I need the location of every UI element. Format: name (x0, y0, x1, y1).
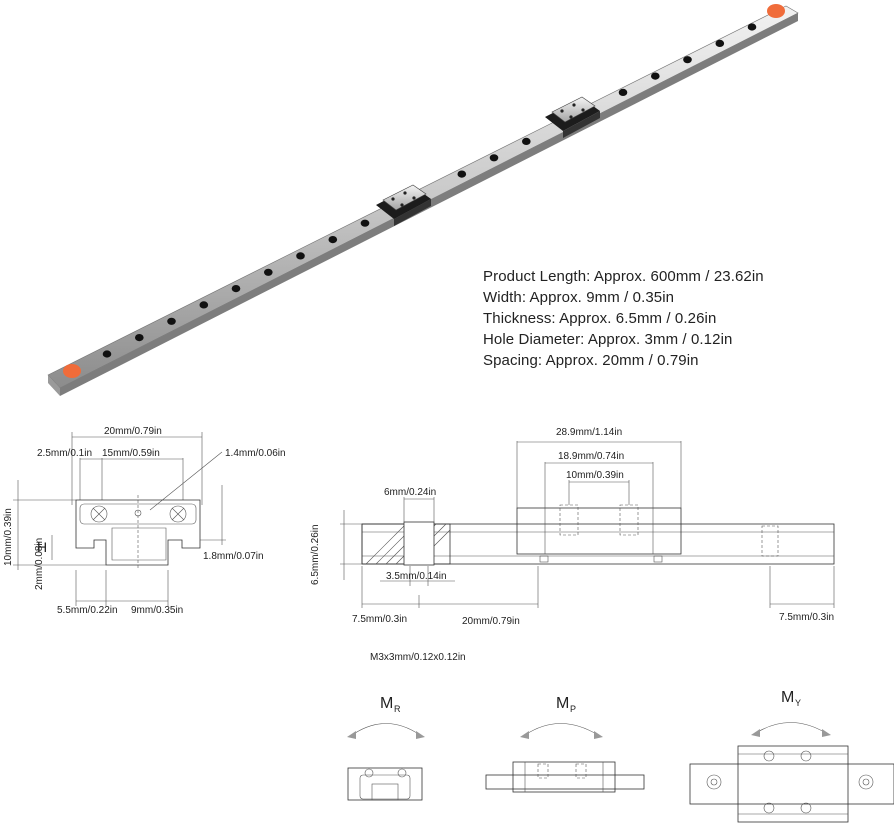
rail-hole (328, 236, 338, 244)
rail-hole (199, 301, 209, 309)
side-elevation-diagram: 28.9mm/1.14in 18.9mm/0.74in 10mm/0.39in … (310, 427, 835, 663)
dim-width-top: 20mm/0.79in (104, 426, 162, 437)
dim-hole-diameter: 1.4mm/0.06in (225, 448, 286, 459)
rail-side (48, 375, 60, 396)
spec-spacing: Spacing: Approx. 20mm / 0.79in (483, 352, 699, 369)
rail-hole (457, 170, 467, 178)
dim-hole-size: 3.5mm/0.14in (386, 571, 447, 582)
rail-hole (489, 154, 499, 162)
dim-left-gap: 2.5mm/0.1in (37, 448, 92, 459)
screw-spec: M3x3mm/0.12x0.12in (370, 652, 466, 663)
dim-height: 10mm/0.39in (3, 508, 14, 566)
rail-hole (135, 334, 144, 342)
moment-yaw-label: M (781, 689, 794, 706)
spec-list: Product Length: Approx. 600mm / 23.62in … (483, 266, 764, 371)
spec-hole-diameter: Hole Diameter: Approx. 3mm / 0.12in (483, 331, 733, 348)
dim-side-gap: 1.8mm/0.07in (203, 551, 264, 562)
rail-hole (747, 23, 757, 31)
dim-bottom-left: 5.5mm/0.22in (57, 605, 118, 616)
moment-roll-diagram: M R (347, 695, 425, 801)
rail-hole (651, 72, 660, 80)
carriage-block-2 (545, 96, 600, 138)
moment-pitch-label: M (556, 695, 569, 712)
rail-hole (231, 285, 241, 293)
rail-hole (167, 317, 176, 325)
rail-hole (264, 268, 273, 276)
moment-pitch-diagram: M P (485, 695, 645, 793)
dim-end-left: 7.5mm/0.3in (352, 614, 407, 625)
moment-yaw-sub: Y (795, 698, 801, 708)
dim-end-right: 7.5mm/0.3in (779, 612, 834, 623)
moment-yaw-diagram: M Y (689, 689, 894, 823)
dim-h1: 2mm/0.08in (34, 538, 45, 590)
dim-mid-width: 15mm/0.59in (102, 448, 160, 459)
moment-pitch-sub: P (570, 704, 576, 714)
rail-hole (102, 350, 112, 358)
spec-thickness: Thickness: Approx. 6.5mm / 0.26in (483, 310, 717, 327)
dim-pitch: 20mm/0.79in (462, 616, 520, 627)
rail-hole (618, 88, 628, 96)
dim-rail-height: 6.5mm/0.26in (310, 524, 321, 585)
spec-length: Product Length: Approx. 600mm / 23.62in (483, 268, 764, 285)
rail-section-hatch (361, 521, 451, 566)
dim-block-length: 28.9mm/1.14in (556, 427, 622, 438)
dim-rail-width: 9mm/0.35in (131, 605, 183, 616)
rail-hole (522, 137, 531, 145)
rail-hole (296, 252, 305, 260)
end-cap-right (767, 4, 785, 18)
rail-hole (715, 39, 725, 48)
rail-hole (360, 219, 370, 227)
moment-roll-label: M (380, 695, 393, 712)
end-cap-left (63, 364, 81, 378)
spec-width: Width: Approx. 9mm / 0.35in (483, 289, 675, 306)
rail-holes (102, 23, 757, 358)
cross-section-diagram: 20mm/0.79in 2.5mm/0.1in 15mm/0.59in 1.4m… (3, 426, 286, 616)
dim-inner-length: 18.9mm/0.74in (558, 451, 624, 462)
dim-hole-spacing: 10mm/0.39in (566, 470, 624, 481)
label-h: H (37, 539, 47, 555)
moment-roll-sub: R (394, 704, 401, 714)
carriage-block-1 (376, 184, 431, 226)
dim-counterbore: 6mm/0.24in (384, 487, 436, 498)
rail-hole (683, 56, 692, 64)
linear-rail-photo (47, 4, 799, 396)
